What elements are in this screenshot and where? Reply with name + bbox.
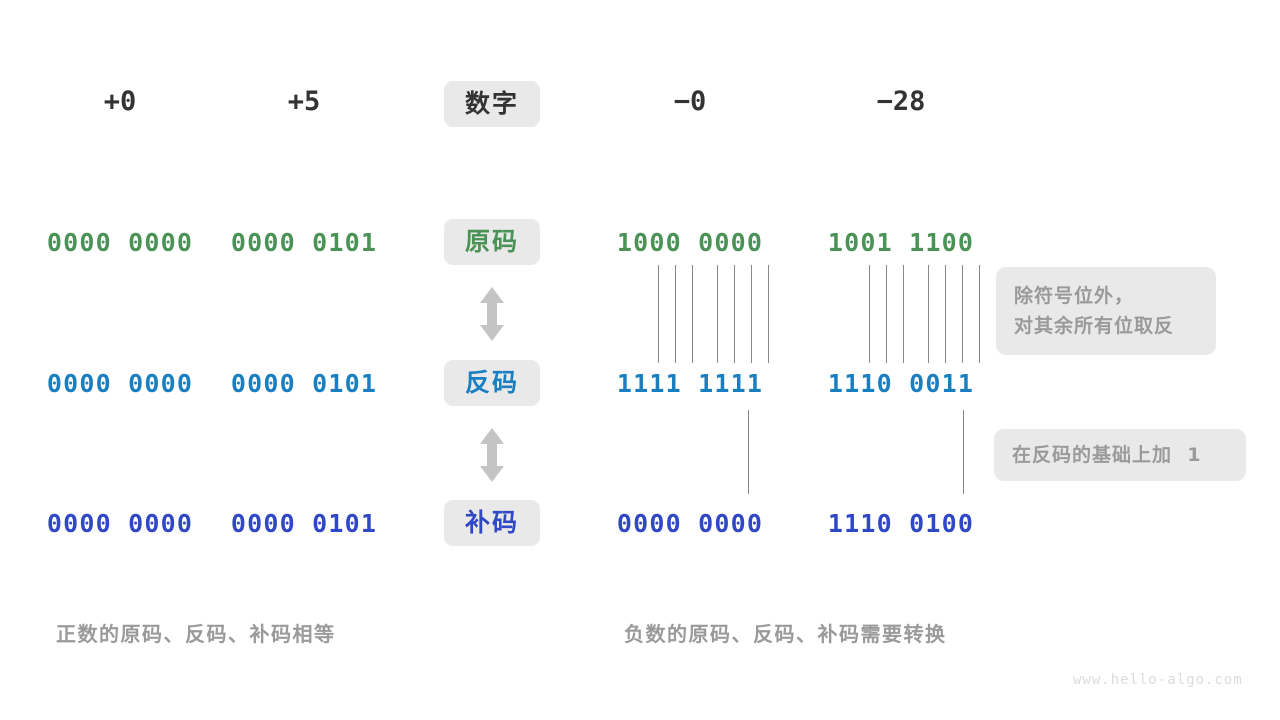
connector-line	[675, 265, 676, 363]
center-badge-number: 数字	[444, 81, 540, 127]
note-add-one-line1: 在反码的基础上加 1	[1012, 444, 1202, 466]
connector-line-minus0-addone	[748, 410, 749, 494]
bits-ones-minus0: 1111 1111	[616, 369, 764, 398]
connector-line	[903, 265, 904, 363]
note-invert-line1: 除符号位外，	[1014, 285, 1135, 307]
connector-line	[658, 265, 659, 363]
caption-negative: 负数的原码、反码、补码需要转换	[624, 622, 947, 646]
bits-ones-plus5: 0000 0101	[230, 369, 378, 398]
connector-line	[751, 265, 752, 363]
connector-line	[928, 265, 929, 363]
center-badge-twos: 补码	[444, 500, 540, 546]
connector-line	[962, 265, 963, 363]
connector-line	[945, 265, 946, 363]
connector-line-minus28-addone	[963, 410, 964, 494]
arrow-up-down-icon-origin-to-ones	[475, 285, 509, 348]
bits-origin-plus0: 0000 0000	[46, 228, 194, 257]
connector-line	[734, 265, 735, 363]
bits-ones-minus28: 1110 0011	[827, 369, 975, 398]
bits-twos-minus0: 0000 0000	[616, 509, 764, 538]
connector-line	[768, 265, 769, 363]
note-invert-line2: 对其余所有位取反	[1014, 315, 1175, 337]
connector-line	[692, 265, 693, 363]
bits-ones-plus0: 0000 0000	[46, 369, 194, 398]
watermark: www.hello-algo.com	[1073, 672, 1243, 688]
bits-origin-minus28: 1001 1100	[827, 228, 975, 257]
connector-line	[886, 265, 887, 363]
number-header-plus5: +5	[287, 86, 321, 117]
caption-positive: 正数的原码、反码、补码相等	[56, 622, 336, 646]
bits-twos-plus0: 0000 0000	[46, 509, 194, 538]
number-header-minus28: −28	[876, 86, 926, 117]
connector-line	[869, 265, 870, 363]
connector-line	[717, 265, 718, 363]
center-badge-origin: 原码	[444, 219, 540, 265]
center-badge-ones: 反码	[444, 360, 540, 406]
bits-origin-minus0: 1000 0000	[616, 228, 764, 257]
arrow-up-down-icon-ones-to-twos	[475, 426, 509, 489]
bits-origin-plus5: 0000 0101	[230, 228, 378, 257]
bits-twos-plus5: 0000 0101	[230, 509, 378, 538]
connector-line	[979, 265, 980, 363]
note-add-one: 在反码的基础上加 1	[994, 429, 1246, 481]
note-invert-bits: 除符号位外， 对其余所有位取反	[996, 267, 1216, 355]
number-header-minus0: −0	[673, 86, 707, 117]
number-header-plus0: +0	[103, 86, 137, 117]
bits-twos-minus28: 1110 0100	[827, 509, 975, 538]
